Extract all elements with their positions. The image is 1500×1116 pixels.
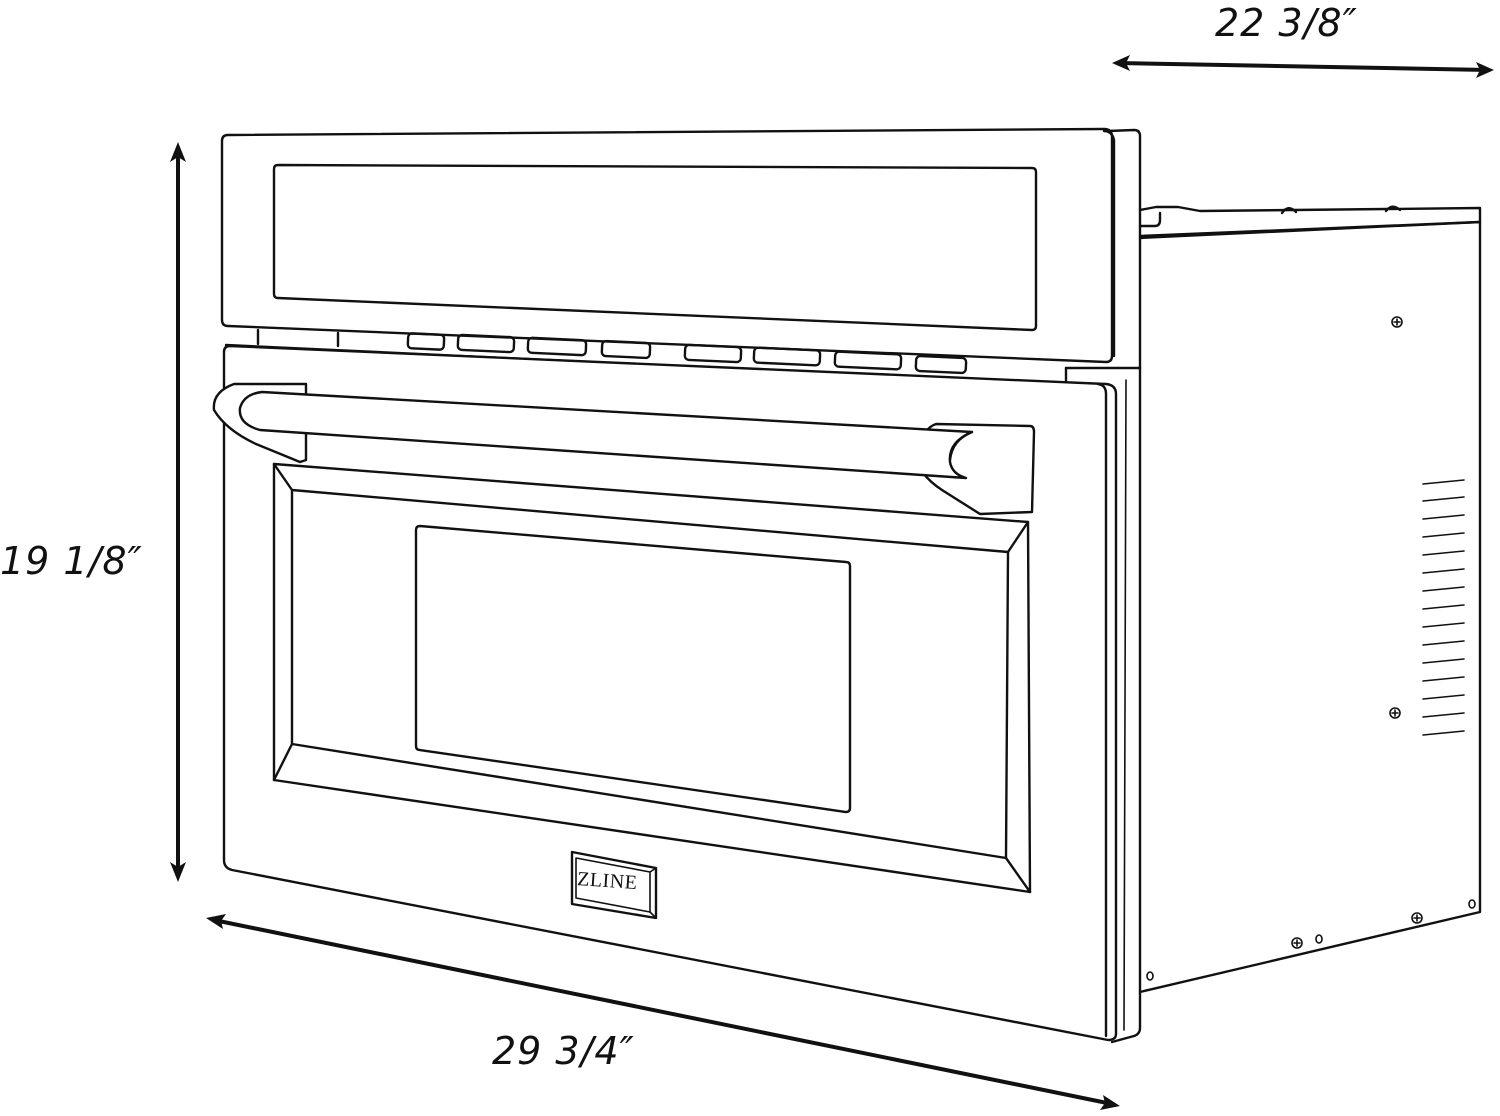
door-handle[interactable] [212,382,1036,516]
height-dimension-label: 19 1/8″ [0,539,143,583]
vent-slots [1422,479,1465,736]
control-button[interactable] [914,354,968,375]
display-window [272,163,1038,332]
screw-icon [1391,316,1403,328]
control-button[interactable] [526,336,588,357]
hole-icon [1146,971,1154,981]
depth-dimension-label: 22 3/8″ [1215,1,1358,45]
door-window [414,524,852,814]
width-dimension-arrow [206,914,1120,1110]
control-button[interactable] [456,333,516,354]
control-button[interactable] [752,346,822,367]
hole-icon [1315,934,1323,944]
upper-panel [220,127,1116,364]
control-button[interactable] [406,332,446,351]
screw-icon [1411,912,1423,924]
brand-logo: ZLINE [576,868,639,895]
control-button[interactable] [683,343,743,364]
screw-icon [1291,937,1303,949]
hole-icon [1468,899,1476,909]
depth-dimension-arrow [1112,55,1494,78]
brand-badge [570,850,658,920]
width-dimension-label: 29 3/4″ [492,1029,635,1073]
screw-icon [1389,707,1401,719]
control-button[interactable] [600,339,652,360]
control-button[interactable] [833,350,903,371]
height-dimension-arrow [170,142,186,882]
microwave-door [222,344,1118,1042]
side-casing [1138,205,1482,994]
